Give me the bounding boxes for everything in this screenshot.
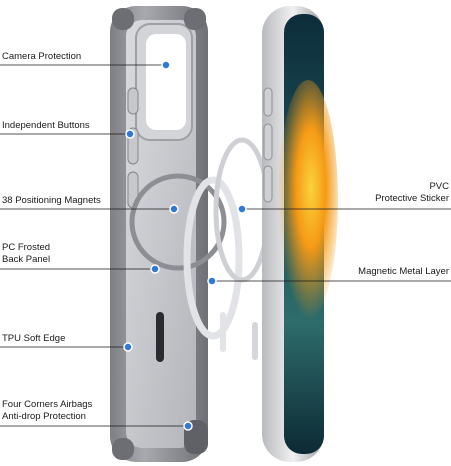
callout-label: Camera Protection [2, 51, 82, 62]
corner-airbag [112, 8, 134, 30]
magnet-alignment-bar [156, 312, 164, 362]
callout-corner-airbags: Four Corners Airbags Anti-drop Protectio… [2, 399, 92, 423]
callout-magnetic-metal-layer: Magnetic Metal Layer [358, 266, 449, 278]
callout-independent-buttons: Independent Buttons [2, 120, 90, 132]
phone-side-button [263, 87, 273, 117]
marker-dot-icon [123, 342, 133, 352]
case-magnet-ring [129, 173, 227, 271]
camera-window [146, 34, 186, 130]
phone-side-button [263, 165, 273, 203]
callout-label: TPU Soft Edge [2, 333, 66, 344]
ring-tab [220, 312, 226, 352]
callout-label: PC Frosted [2, 242, 51, 253]
leader-lines [0, 64, 451, 427]
callout-tpu-soft-edge: TPU Soft Edge [2, 333, 65, 345]
magnetic-metal-layer-ring [183, 176, 243, 340]
corner-airbag [112, 438, 134, 460]
phone-side-button [263, 123, 273, 161]
marker-dot-icon [169, 204, 179, 214]
marker-dot-icon [125, 129, 135, 139]
callout-back-panel: PC Frosted Back Panel [2, 242, 50, 266]
marker-dot-icon [161, 60, 171, 70]
marker-dot-icon [237, 204, 247, 214]
callout-pvc-sticker: PVC Protective Sticker [375, 181, 449, 205]
callout-label: PVC [429, 181, 449, 192]
phone [262, 6, 338, 462]
callout-label: Anti-drop Protection [2, 411, 86, 422]
marker-dot-icon [183, 421, 193, 431]
callout-positioning-magnets: 38 Positioning Magnets [2, 195, 101, 207]
phone-case [110, 6, 227, 462]
callout-camera-protection: Camera Protection [2, 51, 81, 63]
magnetic-rings [183, 137, 271, 360]
callout-label: 38 Positioning Magnets [2, 195, 101, 206]
marker-dot-icon [150, 264, 160, 274]
corner-airbag [184, 8, 206, 30]
callout-label: Protective Sticker [375, 193, 449, 204]
callout-label: Magnetic Metal Layer [358, 266, 449, 277]
callout-label: Four Corners Airbags [2, 399, 93, 410]
marker-dot-icon [207, 276, 217, 286]
screen-wallpaper-glow [278, 80, 338, 320]
callout-label: Independent Buttons [2, 120, 90, 131]
case-button [127, 87, 139, 115]
ring-tab [252, 322, 258, 360]
callout-label: Back Panel [2, 254, 51, 265]
marker-dots [123, 60, 247, 431]
